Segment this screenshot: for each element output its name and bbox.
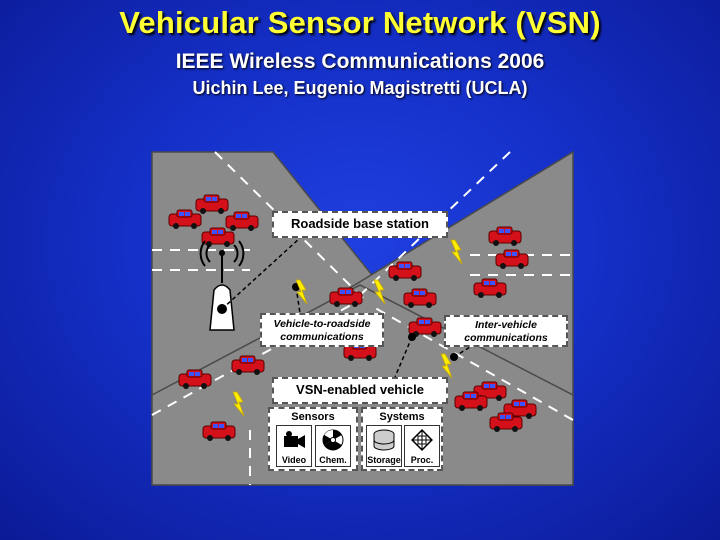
- video-sensor: Video: [276, 425, 312, 467]
- chem-label: Chem.: [319, 455, 347, 465]
- sensors-panel: Sensors Video Chem.: [268, 407, 358, 471]
- systems-title: Systems: [379, 411, 425, 423]
- inter-vehicle-label: Inter-vehicle communications: [444, 315, 568, 347]
- antenna-icon: [199, 240, 245, 331]
- authors: Uichin Lee, Eugenio Magistretti (UCLA): [192, 78, 528, 98]
- processor-icon: [411, 429, 433, 451]
- iv-line-1: Inter-vehicle: [475, 319, 537, 331]
- processor-system: Proc.: [404, 425, 440, 467]
- storage-icon: [373, 429, 395, 451]
- storage-system: Storage: [366, 425, 402, 467]
- video-label: Video: [281, 455, 307, 465]
- radiation-icon: [322, 429, 344, 451]
- chem-sensor: Chem.: [315, 425, 351, 467]
- v2r-line-1: Vehicle-to-roadside: [273, 318, 371, 330]
- proc-label: Proc.: [410, 455, 434, 465]
- camera-icon: [284, 431, 305, 448]
- iv-line-2: communications: [464, 332, 548, 344]
- sensors-title: Sensors: [291, 411, 335, 423]
- systems-panel: Systems Storage Proc.: [361, 407, 443, 471]
- base-station-label: Roadside base station: [272, 211, 448, 238]
- storage-label: Storage: [367, 455, 401, 465]
- subtitle: IEEE Wireless Communications 2006: [175, 50, 545, 73]
- v2r-line-2: communications: [280, 331, 364, 343]
- slide-title: Vehicular Sensor Network (VSN): [119, 5, 601, 40]
- vsn-vehicle-label: VSN-enabled vehicle: [272, 377, 448, 404]
- vehicle-to-roadside-label: Vehicle-to-roadside communications: [260, 313, 384, 347]
